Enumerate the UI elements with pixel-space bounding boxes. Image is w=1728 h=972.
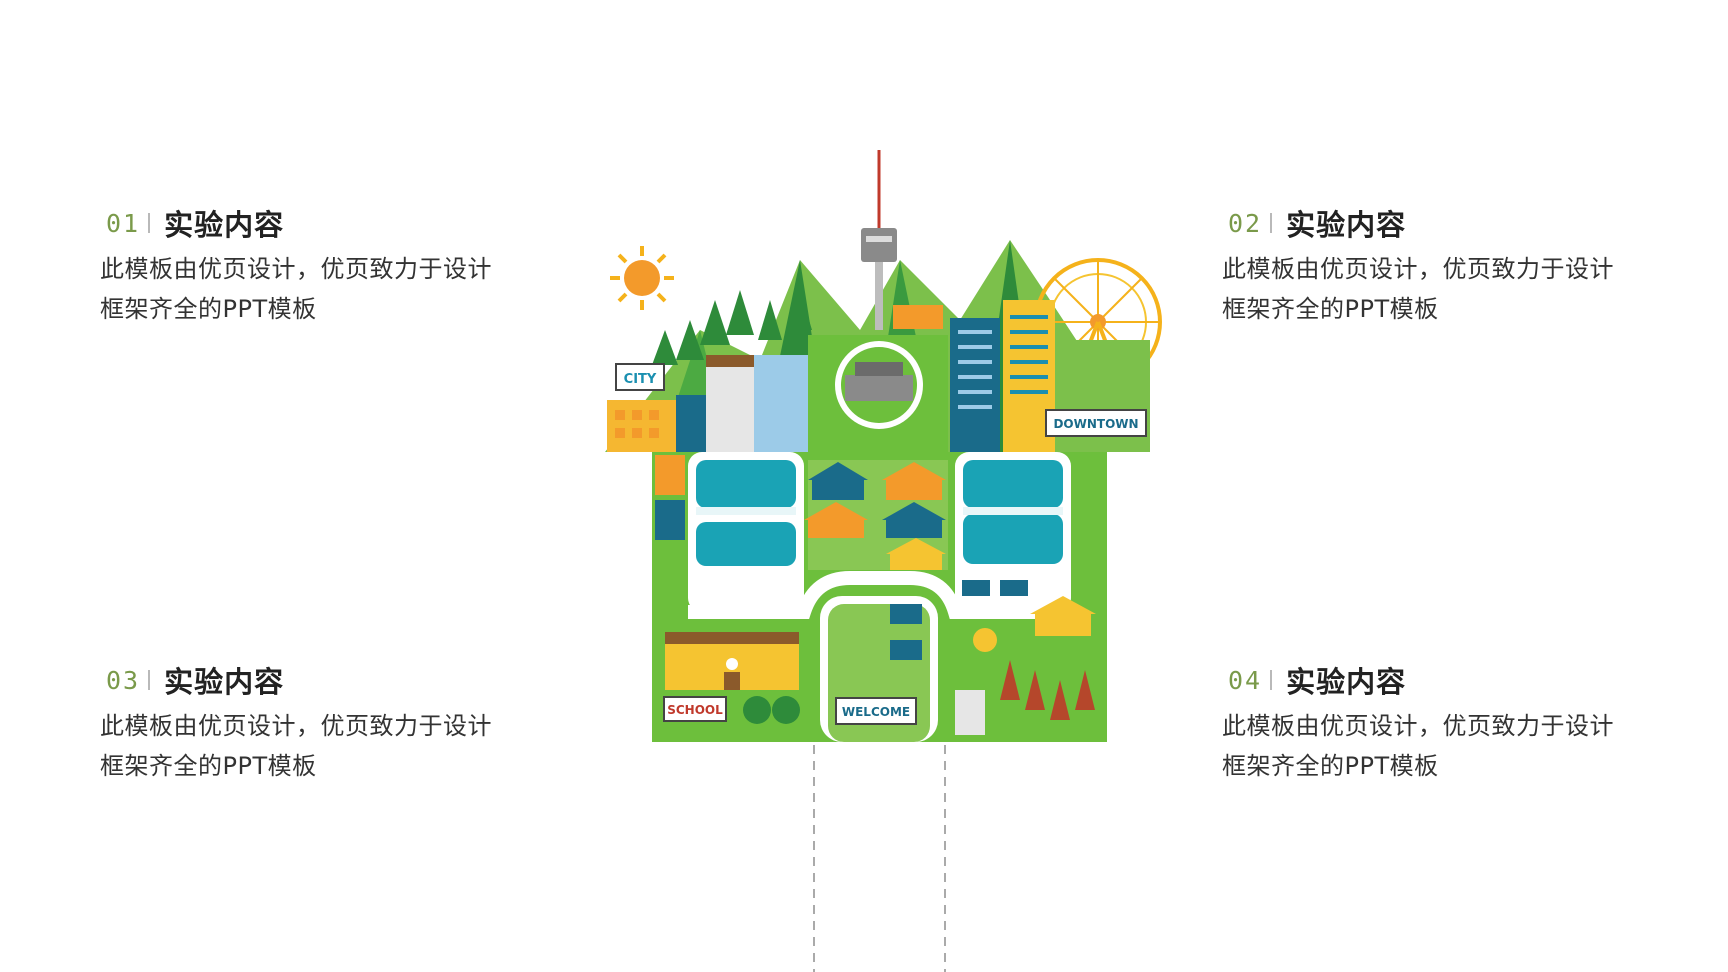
section-03: 03 实验内容 此模板由优页设计，优页致力于设计 框架齐全的PPT模板 bbox=[100, 660, 526, 786]
welcome-sign: WELCOME bbox=[835, 697, 917, 725]
dashed-road bbox=[813, 745, 946, 972]
section-title: 实验内容 bbox=[1286, 208, 1407, 242]
section-title: 实验内容 bbox=[1286, 665, 1407, 699]
left-side-building bbox=[655, 455, 685, 540]
svg-text:DOWNTOWN: DOWNTOWN bbox=[1053, 417, 1138, 431]
tv-tower bbox=[861, 150, 897, 330]
divider bbox=[1270, 213, 1273, 233]
school-building bbox=[665, 632, 799, 690]
upper-left-buildings bbox=[607, 355, 808, 452]
school-sign: SCHOOL bbox=[663, 696, 727, 722]
section-number: 03 bbox=[106, 665, 141, 695]
svg-text:CITY: CITY bbox=[624, 372, 657, 387]
downtown-sign: DOWNTOWN bbox=[1045, 409, 1147, 437]
divider bbox=[148, 670, 151, 690]
section-title: 实验内容 bbox=[164, 665, 285, 699]
city-sign: CITY bbox=[615, 363, 665, 391]
central-plaza bbox=[808, 305, 948, 452]
house-body bbox=[652, 452, 1107, 742]
sun-icon bbox=[610, 246, 674, 310]
round-trees bbox=[743, 696, 800, 724]
section-number: 04 bbox=[1228, 665, 1263, 695]
section-number: 01 bbox=[106, 208, 141, 238]
section-description: 此模板由优页设计，优页致力于设计 框架齐全的PPT模板 bbox=[100, 255, 492, 323]
section-title: 实验内容 bbox=[164, 208, 285, 242]
section-description: 此模板由优页设计，优页致力于设计 框架齐全的PPT模板 bbox=[1222, 255, 1614, 323]
lower-right-area bbox=[955, 596, 1096, 735]
section-02: 02 实验内容 此模板由优页设计，优页致力于设计 框架齐全的PPT模板 bbox=[1222, 203, 1648, 329]
section-01: 01 实验内容 此模板由优页设计，优页致力于设计 框架齐全的PPT模板 bbox=[100, 203, 526, 329]
section-04: 04 实验内容 此模板由优页设计，优页致力于设计 框架齐全的PPT模板 bbox=[1222, 660, 1648, 786]
section-description: 此模板由优页设计，优页致力于设计 框架齐全的PPT模板 bbox=[100, 712, 492, 780]
svg-text:WELCOME: WELCOME bbox=[842, 705, 910, 719]
divider bbox=[1270, 670, 1273, 690]
section-description: 此模板由优页设计，优页致力于设计 框架齐全的PPT模板 bbox=[1222, 712, 1614, 780]
divider bbox=[148, 213, 151, 233]
pine-trees bbox=[652, 290, 812, 365]
section-number: 02 bbox=[1228, 208, 1263, 238]
svg-text:SCHOOL: SCHOOL bbox=[667, 703, 723, 717]
